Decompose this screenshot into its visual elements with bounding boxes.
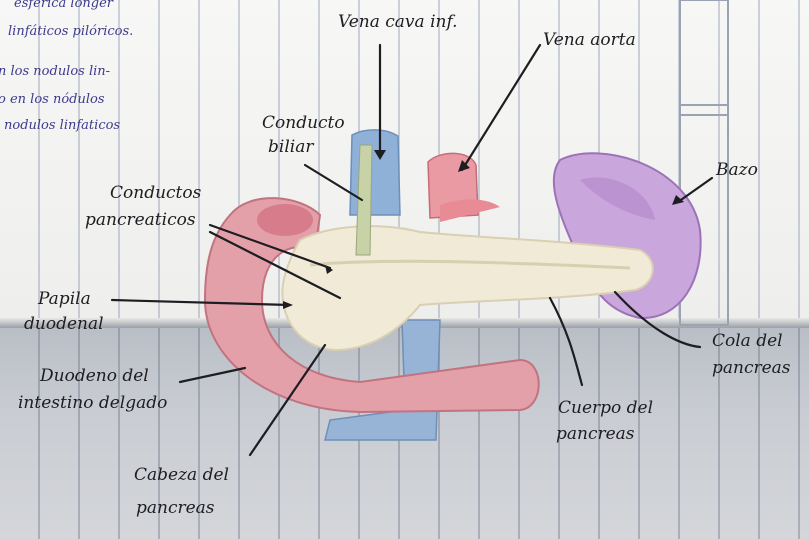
label-conducto-biliar-1: Conducto — [262, 113, 345, 133]
note-line: linfáticos pilóricos. — [8, 22, 133, 41]
label-cuerpo-2: pancreas — [556, 424, 635, 444]
label-conducto-biliar-2: biliar — [268, 137, 313, 157]
pancreas — [282, 226, 652, 350]
label-papila-1: Papila — [38, 289, 91, 309]
label-bazo: Bazo — [716, 160, 758, 180]
label-cuerpo-1: Cuerpo del — [558, 398, 653, 418]
label-duodeno-1: Duodeno del — [40, 366, 149, 386]
label-papila-2: duodenal — [24, 314, 104, 334]
label-cabeza-2: pancreas — [136, 498, 215, 518]
label-vena-aorta: Vena aorta — [543, 30, 636, 50]
note-line: esférica longer — [14, 0, 113, 13]
label-conductos-pancreaticos-2: pancreaticos — [85, 210, 196, 230]
label-cola-2: pancreas — [712, 358, 791, 378]
label-cabeza-1: Cabeza del — [134, 465, 229, 485]
note-line: nodulos linfaticos — [4, 116, 120, 135]
note-line: n los nodulos lin- — [0, 62, 110, 81]
label-cola-1: Cola del — [712, 331, 783, 351]
label-vena-cava: Vena cava inf. — [338, 12, 458, 32]
label-conductos-pancreaticos-1: Conductos — [110, 183, 201, 203]
note-line: o en los nódulos — [0, 90, 105, 109]
label-duodeno-2: intestino delgado — [18, 393, 167, 413]
